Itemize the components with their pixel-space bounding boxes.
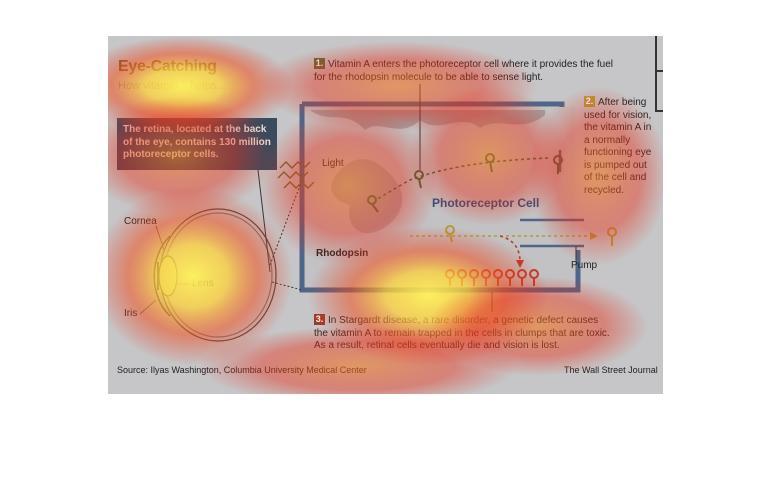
step1-text: Vitamin A enters the photoreceptor cell … [314, 59, 613, 83]
infographic-title: Eye-Catching [118, 58, 217, 75]
infographic-subtitle: How vitamin A helps... [118, 80, 226, 92]
step2-annotation: 2.After being used for vision, the vitam… [584, 96, 656, 197]
step2-text: After being used for vision, the vitamin… [584, 97, 652, 196]
cornea-label: Cornea [124, 216, 157, 227]
source-note: Source: Ilyas Washington, Columbia Unive… [117, 365, 367, 375]
step1-number-badge: 1. [314, 58, 325, 69]
page-edge-tick [655, 70, 663, 72]
step3-text: In Stargardt disease, a rare disorder, a… [314, 315, 610, 351]
step1-annotation: 1.Vitamin A enters the photoreceptor cel… [314, 58, 614, 84]
rhodopsin-label: Rhodopsin [316, 248, 369, 259]
step2-number-badge: 2. [584, 96, 595, 107]
retina-callout-text: The retina, located at the back of the e… [123, 124, 271, 160]
photoreceptor-cell-label: Photoreceptor Cell [432, 196, 540, 210]
pump-label: Pump [571, 260, 598, 271]
iris-leader [139, 299, 157, 315]
publisher-credit: The Wall Street Journal [564, 365, 658, 375]
iris-label: Iris [124, 308, 138, 319]
cornea-leader [155, 225, 165, 251]
step3-annotation: 3.In Stargardt disease, a rare disorder,… [314, 314, 614, 353]
zoom-line-bottom [271, 281, 303, 291]
light-label: Light [322, 158, 344, 169]
lens-label: Lens [192, 278, 214, 289]
step3-number-badge: 3. [314, 314, 325, 325]
page-edge-rule [655, 36, 657, 112]
zoom-line-top [269, 179, 303, 266]
export-arrowhead [590, 232, 598, 240]
callout-pointer [257, 169, 271, 273]
eye-illustration [153, 208, 277, 342]
retina-callout-box: The retina, located at the back of the e… [117, 118, 277, 170]
